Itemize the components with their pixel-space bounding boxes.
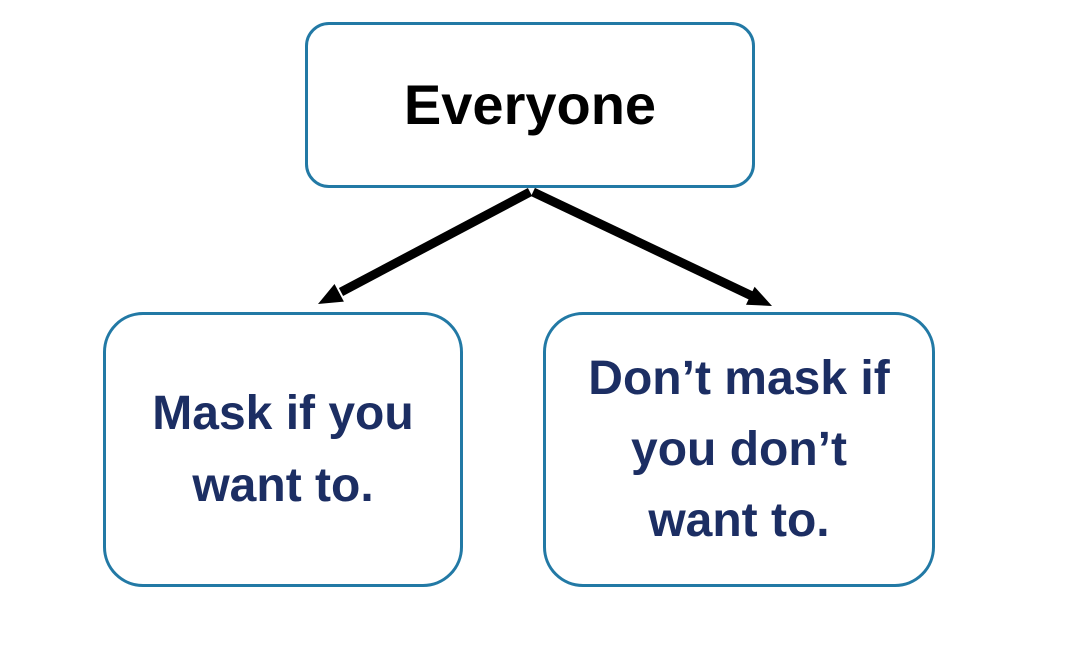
arrow-left bbox=[318, 188, 533, 304]
arrow-right-shaft bbox=[531, 187, 754, 301]
arrow-right bbox=[531, 187, 772, 306]
node-everyone-label: Everyone bbox=[403, 73, 657, 137]
arrow-right-head bbox=[746, 286, 772, 306]
arrow-left-head bbox=[318, 284, 344, 304]
arrow-left-shaft bbox=[338, 188, 533, 296]
node-mask-if-you-want-to: Mask if you want to. bbox=[103, 312, 463, 587]
node-dont-mask-label: Don’t mask if you don’t want to. bbox=[588, 351, 890, 548]
node-mask-label: Mask if you want to. bbox=[152, 387, 414, 512]
node-everyone: Everyone bbox=[305, 22, 755, 188]
node-dont-mask-if-you-dont-want-to: Don’t mask if you don’t want to. bbox=[543, 312, 935, 587]
